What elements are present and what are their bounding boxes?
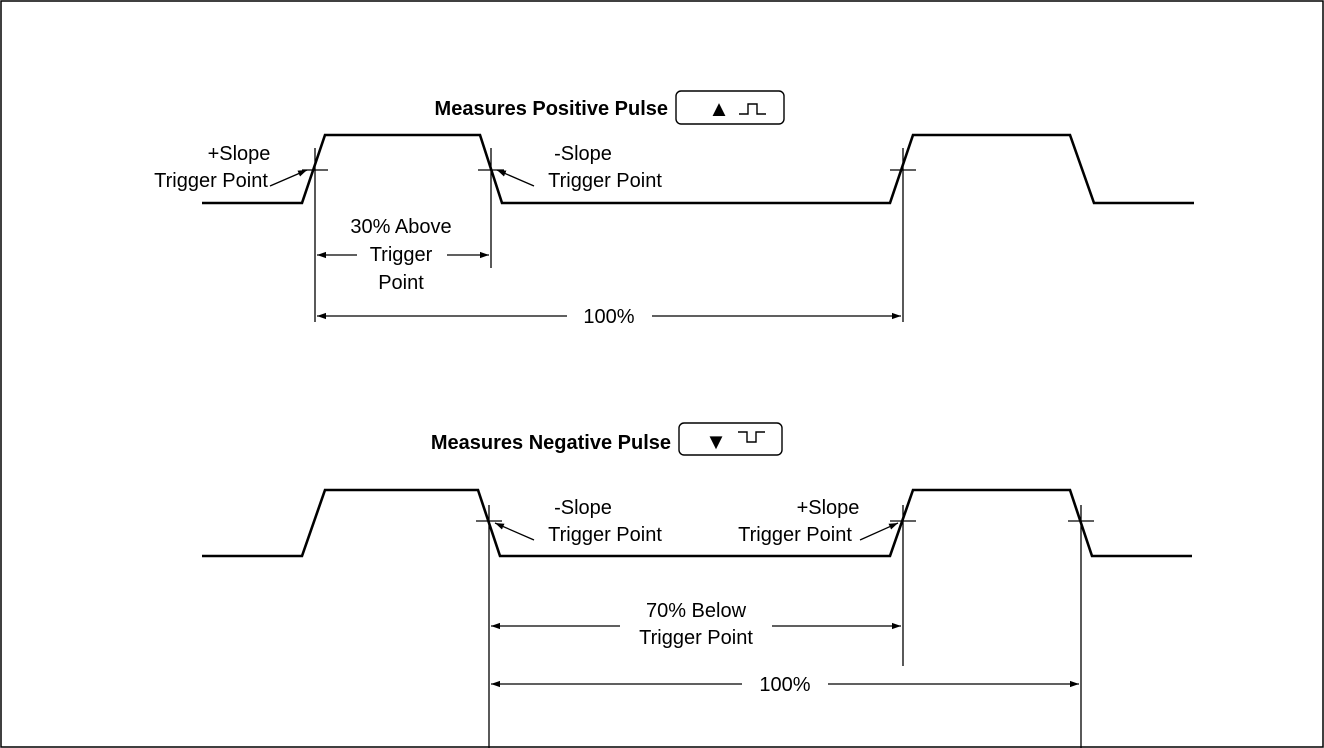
negative-extension-lines — [488, 505, 1082, 748]
positive-right-pointer — [496, 169, 535, 187]
positive-left-label-line1: +Slope — [208, 143, 271, 165]
positive-right-label-line2: Trigger Point — [548, 170, 662, 192]
negative-width-label-line1: 70% Below — [646, 600, 747, 622]
positive-width-label-line2: Trigger — [370, 244, 433, 266]
negative-left-label-line1: -Slope — [554, 497, 612, 519]
negative-right-label-line2: Trigger Point — [738, 524, 852, 546]
negative-right-label-line1: +Slope — [797, 497, 860, 519]
down-triangle-icon: ▼ — [705, 429, 727, 454]
negative-left-label-line2: Trigger Point — [548, 524, 662, 546]
negative-left-pointer — [494, 522, 535, 541]
positive-heading: Measures Positive Pulse — [435, 98, 668, 120]
positive-extension-lines — [314, 148, 904, 322]
negative-right-pointer — [859, 522, 899, 541]
positive-left-pointer — [269, 169, 308, 187]
positive-waveform — [202, 133, 1194, 205]
negative-pulse-icon — [738, 431, 765, 443]
negative-heading: Measures Negative Pulse — [431, 432, 671, 454]
positive-right-label-line1: -Slope — [554, 143, 612, 165]
negative-waveform — [202, 488, 1192, 558]
positive-width-label-line1: 30% Above — [350, 216, 451, 238]
positive-period-label: 100% — [583, 306, 634, 328]
positive-pulse-icon — [739, 103, 766, 115]
negative-pulse-key: ▼ — [678, 422, 783, 456]
positive-pulse-key: ▲ — [675, 90, 785, 125]
positive-width-label-line3: Point — [378, 272, 424, 294]
negative-width-label-line2: Trigger Point — [639, 627, 753, 649]
up-triangle-icon: ▲ — [708, 96, 730, 121]
negative-period-label: 100% — [759, 674, 810, 696]
positive-left-label-line2: Trigger Point — [154, 170, 268, 192]
